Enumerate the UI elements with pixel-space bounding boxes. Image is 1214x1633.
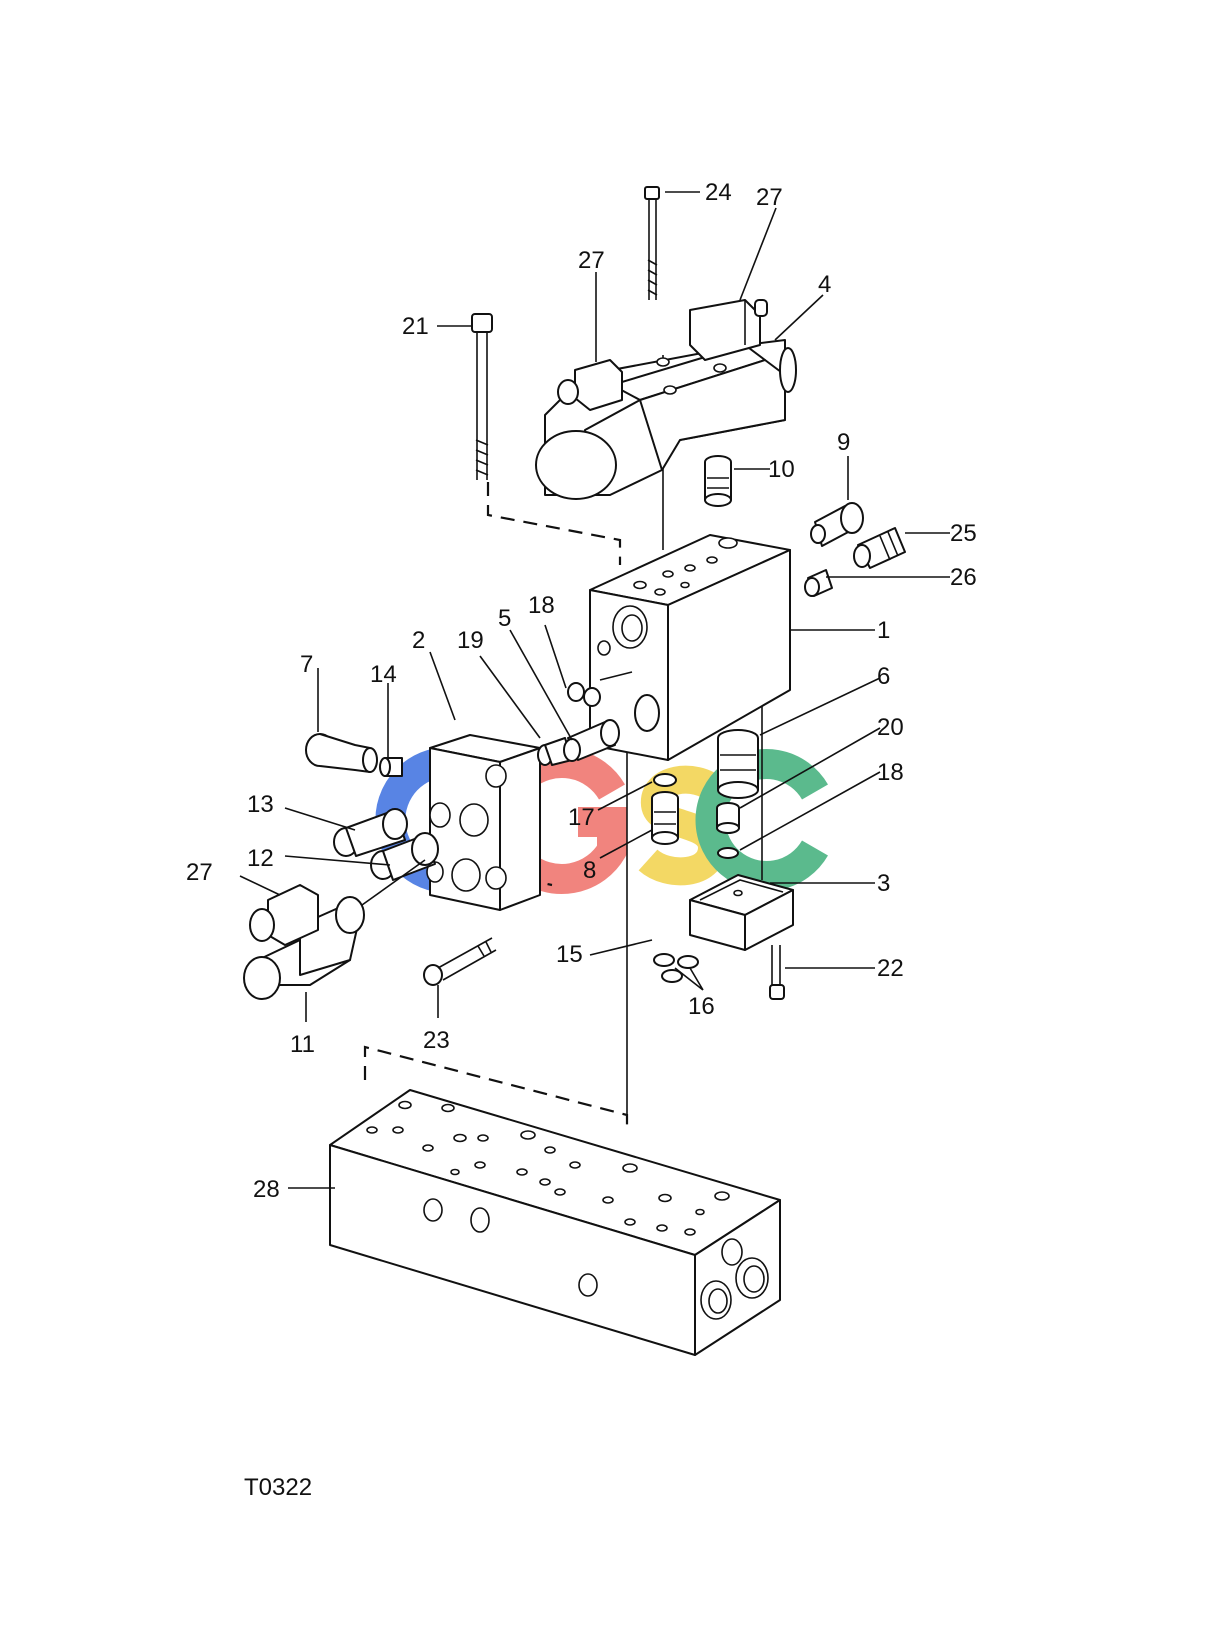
cartridge-10 (704, 455, 732, 507)
cartridge-6 (717, 729, 759, 799)
cover-plate-3 (689, 874, 794, 951)
valve-5 (563, 719, 620, 762)
base-port-side-1 (721, 1238, 743, 1266)
callout-11: 11 (290, 1031, 315, 1058)
callout-8: 8 (583, 857, 596, 884)
bolt-23 (423, 937, 497, 986)
callout-5: 5 (498, 605, 511, 632)
callout-19: 19 (457, 627, 484, 654)
callout-25: 25 (950, 520, 977, 547)
callout-2: 2 (412, 627, 425, 654)
callout-20: 20 (877, 714, 904, 741)
callout-6: 6 (877, 663, 890, 690)
callout-12: 12 (247, 845, 274, 872)
screw-22 (769, 945, 785, 1000)
valve-7 (305, 733, 378, 773)
callout-1: 1 (877, 617, 890, 644)
solenoid-cartridge-25 (853, 527, 906, 569)
callout-24: 24 (705, 179, 732, 206)
callout-9: 9 (837, 429, 850, 456)
valve-13 (333, 808, 408, 857)
callout-numbers: 24 27 27 4 21 10 9 25 26 1 6 20 18 3 22 … (186, 179, 977, 1203)
drawing-code: T0322 (244, 1474, 312, 1501)
assembly-line-bolt-21 (486, 482, 622, 565)
base-port-side-3-inner (708, 1288, 728, 1314)
callout-28: 28 (253, 1176, 280, 1203)
callout-16: 16 (688, 993, 715, 1020)
leader-lines (239, 191, 950, 1189)
callout-18-right: 18 (877, 759, 904, 786)
o-rings-15-16 (653, 953, 699, 983)
plug-14 (379, 757, 403, 777)
callout-3: 3 (877, 870, 890, 897)
callout-17: 17 (568, 804, 595, 831)
cartridge-8 (651, 773, 679, 845)
callout-14: 14 (370, 661, 397, 688)
o-ring-18-left (567, 671, 633, 707)
callout-23: 23 (423, 1027, 450, 1054)
base-port-side-2-inner (743, 1265, 765, 1293)
bolt-24 (644, 186, 660, 300)
base-port-front-1 (423, 1198, 443, 1222)
callout-26: 26 (950, 564, 977, 591)
base-manifold-28 (329, 1089, 781, 1356)
base-port-front-3 (578, 1273, 598, 1297)
o-ring-18-right (717, 847, 739, 859)
manifold-block-1 (589, 534, 791, 761)
base-port-front-2 (470, 1207, 490, 1233)
valve-9 (810, 502, 864, 547)
base-top-holes (366, 1100, 730, 1236)
solenoid-valve-11 (243, 859, 426, 1000)
watermark-letter-c2 (695, 749, 828, 891)
plate-2 (426, 734, 541, 911)
callout-10: 10 (768, 456, 795, 483)
callout-18-left: 18 (528, 592, 555, 619)
callout-21: 21 (402, 313, 429, 340)
callout-13: 13 (247, 791, 274, 818)
callout-27-top: 27 (756, 184, 783, 211)
plug-20 (716, 802, 740, 834)
callout-22: 22 (877, 955, 904, 982)
assembly-line-bolt-23 (363, 1045, 629, 1130)
solenoid-valve-4 (535, 299, 797, 500)
callout-27-left: 27 (186, 859, 213, 886)
callout-15: 15 (556, 941, 583, 968)
callout-4: 4 (818, 271, 831, 298)
callout-27-mid: 27 (578, 247, 605, 274)
plug-26 (804, 569, 833, 597)
bolt-21 (471, 313, 493, 480)
callout-7: 7 (300, 651, 313, 678)
